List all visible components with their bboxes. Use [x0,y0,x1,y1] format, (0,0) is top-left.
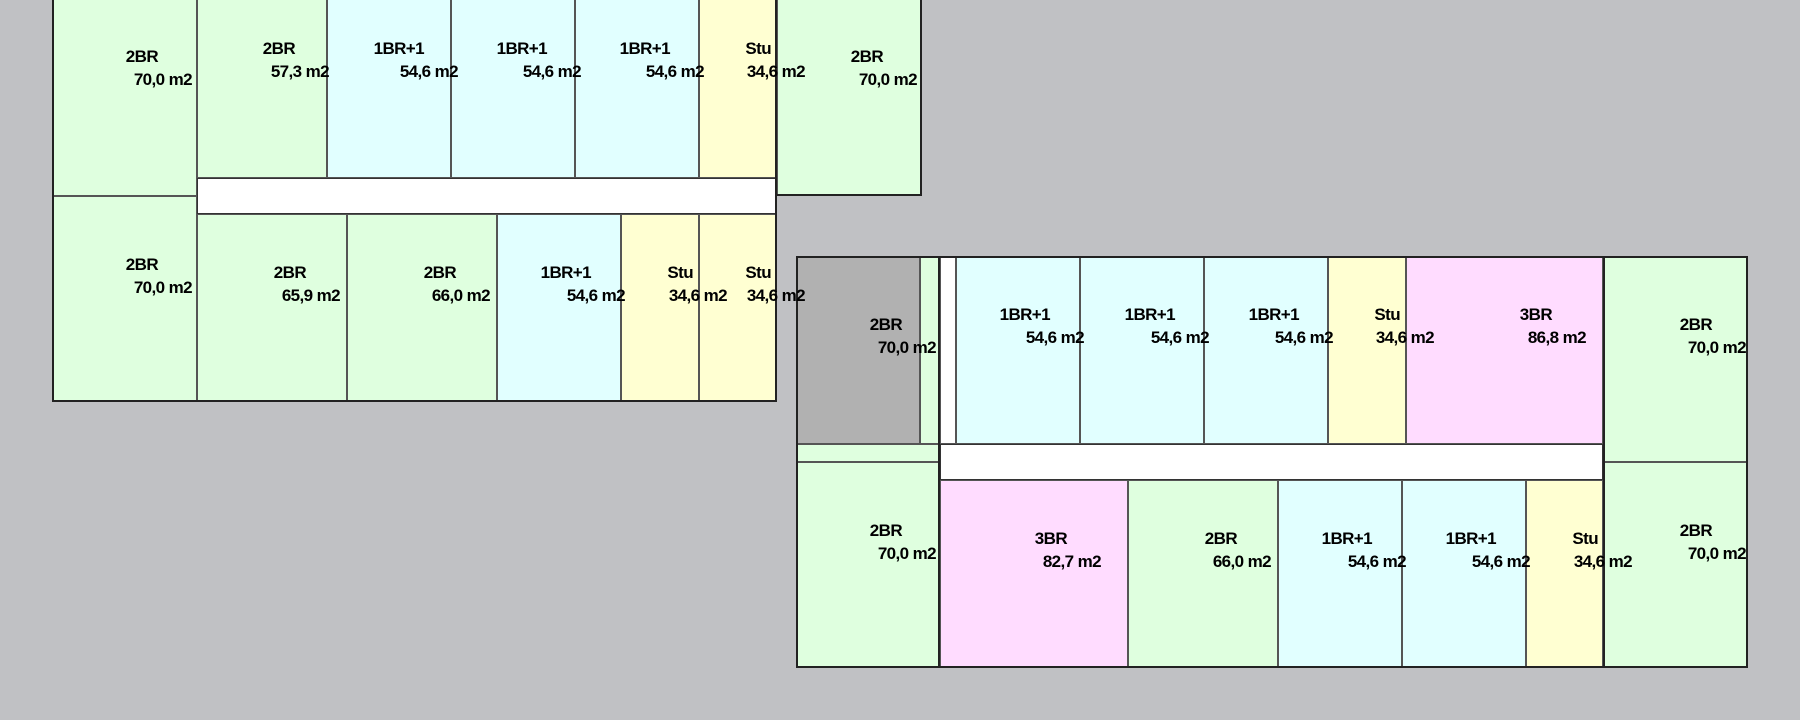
unit-cell[interactable] [699,214,777,402]
corridor [197,178,777,214]
unit-cell[interactable] [1204,256,1328,444]
unit-cell[interactable] [621,214,699,402]
unit-cell[interactable] [777,0,922,196]
unit-cell[interactable] [1402,480,1526,668]
unit-cell[interactable] [699,0,777,178]
unit-cell[interactable] [451,0,575,178]
corridor [940,444,1603,480]
unit-cell[interactable] [497,214,621,402]
unit-cell[interactable] [1526,480,1603,668]
unit-cell[interactable] [347,214,497,402]
unit-cell[interactable] [197,0,327,178]
unit-cell[interactable] [1080,256,1204,444]
unit-cell[interactable] [956,256,1080,444]
unit-cell[interactable] [327,0,451,178]
unit-cell[interactable] [1406,256,1603,444]
unit-cell[interactable] [52,196,197,402]
unit-cell[interactable] [796,256,940,462]
unit-cell[interactable] [52,0,197,196]
unit-cell[interactable] [796,462,940,668]
unit-cell[interactable] [1278,480,1402,668]
unit-cell[interactable] [940,480,1128,668]
unit-cell[interactable] [1328,256,1406,444]
unit-cell[interactable] [1603,256,1748,462]
unit-cell[interactable] [197,214,347,402]
unit-cell[interactable] [1603,462,1748,668]
unit-cell[interactable] [1128,480,1278,668]
corridor [940,256,956,444]
unit-cell[interactable] [575,0,699,178]
